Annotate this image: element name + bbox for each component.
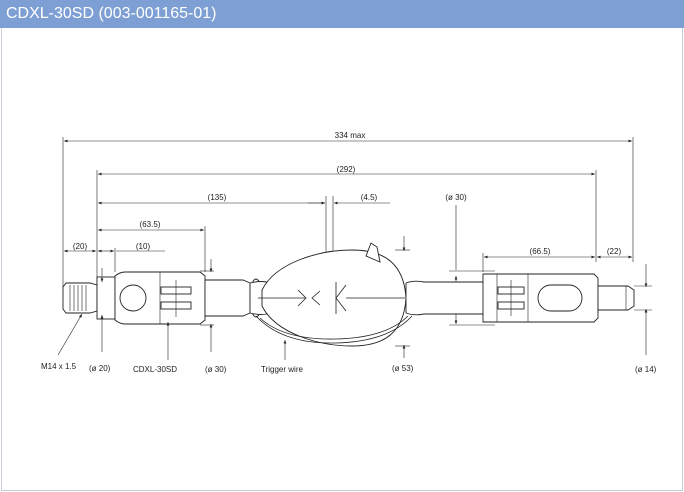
dimension-dia30 — [200, 259, 214, 352]
dimension-dia14 — [634, 264, 652, 355]
dimension-dia53 — [395, 236, 410, 358]
dimension-63-5: (63.5) — [98, 220, 206, 272]
dim-dia30-top-label: (ø 30) — [445, 193, 467, 202]
dim-base-label: (292) — [337, 165, 356, 174]
dimension-20: (20) — [63, 242, 96, 253]
dim-20-label: (20) — [73, 242, 88, 251]
lamp-body — [62, 242, 635, 347]
thread-leader — [57, 313, 83, 356]
drawing-frame — [1, 28, 683, 491]
dim-overall-label: 334 max — [335, 131, 366, 140]
page-title: CDXL-30SD (003-001165-01) — [0, 0, 684, 28]
dimension-10: (10) — [98, 242, 165, 272]
dia53-label: (ø 53) — [392, 364, 414, 373]
dimension-overall: 334 max — [62, 131, 634, 290]
dim-135-label: (135) — [208, 193, 227, 202]
thread-label: M14 x 1.5 — [41, 362, 77, 371]
dimension-22: (22) — [597, 247, 632, 259]
dimension-base: (292) — [96, 165, 597, 290]
dim-63-5-label: (63.5) — [140, 220, 161, 229]
dia30-label: (ø 30) — [205, 365, 227, 374]
dia20-label: (ø 20) — [89, 364, 111, 373]
trigger-label: Trigger wire — [261, 365, 303, 374]
dim-4-5-label: (4.5) — [361, 193, 378, 202]
dimension-66-5: (66.5) — [482, 247, 595, 272]
dim-22-label: (22) — [607, 247, 622, 256]
dim-10-label: (10) — [136, 242, 151, 251]
model-label: CDXL-30SD — [133, 365, 177, 374]
dim-66-5-label: (66.5) — [530, 247, 551, 256]
dia14-label: (ø 14) — [635, 365, 657, 374]
